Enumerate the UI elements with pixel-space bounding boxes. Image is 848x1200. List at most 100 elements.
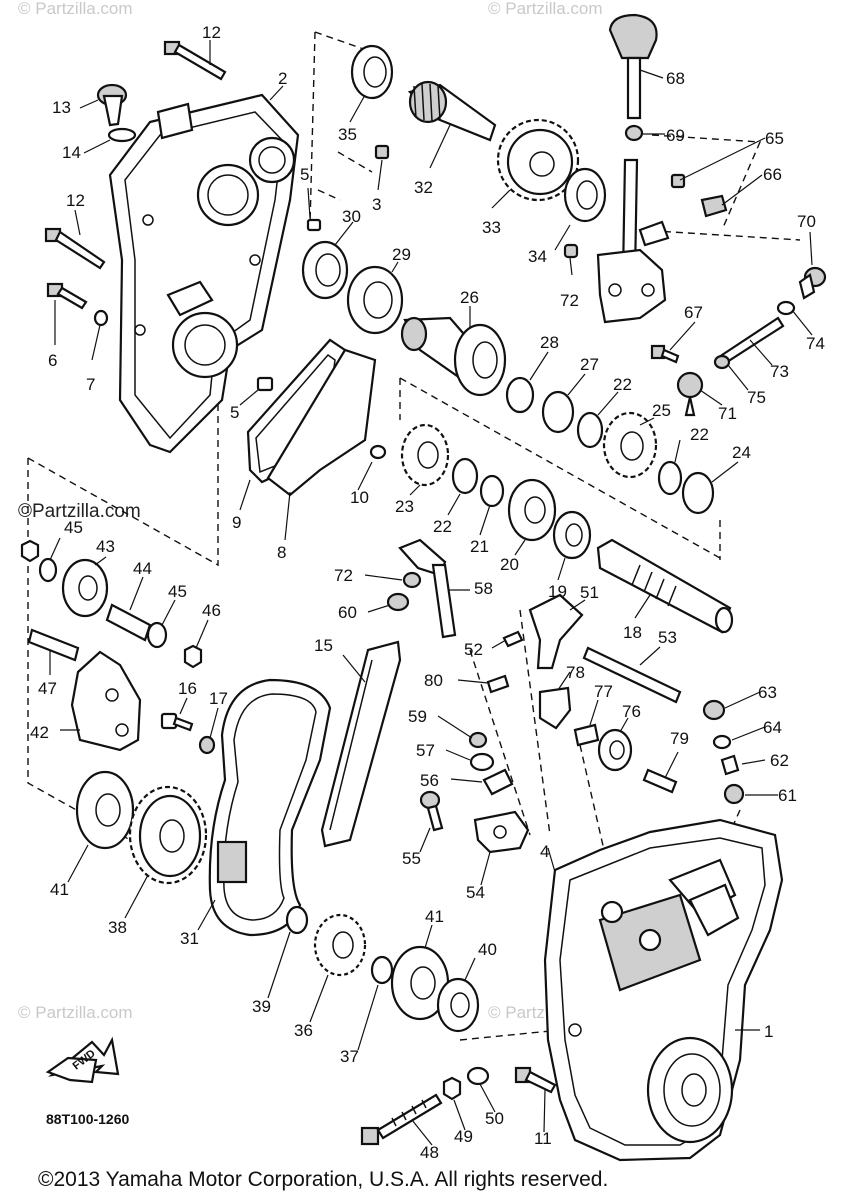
bolt-16 xyxy=(160,712,194,732)
callout-12-top: 12 xyxy=(202,23,221,42)
bolt-79 xyxy=(642,768,678,794)
washer-57 xyxy=(469,752,495,772)
callout-7: 7 xyxy=(86,375,95,394)
watermark-top-left: © Partzilla.com xyxy=(18,0,133,18)
callout-74: 74 xyxy=(806,334,825,353)
callout-79: 79 xyxy=(670,729,689,748)
bracket-42 xyxy=(70,650,142,752)
callout-labels: 12 2 13 14 12 6 7 35 5 3 30 29 32 33 34 … xyxy=(30,23,825,1162)
joint-70 xyxy=(798,266,827,300)
callout-45-right: 45 xyxy=(168,582,187,601)
gear-23 xyxy=(400,423,450,487)
collar-76 xyxy=(597,728,633,772)
callout-57: 57 xyxy=(416,741,435,760)
callout-9: 9 xyxy=(232,513,241,532)
ball-joint-71 xyxy=(676,371,704,417)
ball-61 xyxy=(723,783,745,805)
callout-75: 75 xyxy=(747,388,766,407)
stud-bolt-48 xyxy=(360,1093,443,1146)
callout-21: 21 xyxy=(470,537,489,556)
callout-18: 18 xyxy=(623,623,642,642)
washer-22-b xyxy=(657,460,683,496)
fwd-arrow-icon: FWD xyxy=(45,1036,120,1084)
callout-73: 73 xyxy=(770,362,789,381)
callout-67: 67 xyxy=(684,303,703,322)
callout-46: 46 xyxy=(202,601,221,620)
callout-78: 78 xyxy=(566,663,585,682)
bolt-11 xyxy=(514,1066,557,1094)
callout-45-left: 45 xyxy=(64,518,83,537)
callout-65: 65 xyxy=(765,129,784,148)
dowel-pin-5-top xyxy=(306,218,322,232)
callout-15: 15 xyxy=(314,636,333,655)
callout-22-c: 22 xyxy=(433,517,452,536)
callout-14: 14 xyxy=(62,143,81,162)
callout-44: 44 xyxy=(133,559,152,578)
callout-59: 59 xyxy=(408,707,427,726)
gear-33 xyxy=(496,118,580,202)
callout-16: 16 xyxy=(178,679,197,698)
callout-6: 6 xyxy=(48,351,57,370)
callout-50: 50 xyxy=(485,1109,504,1128)
callout-20: 20 xyxy=(500,555,519,574)
callout-40: 40 xyxy=(478,940,497,959)
callout-22-a: 22 xyxy=(613,375,632,394)
secondary-shaft-26 xyxy=(400,316,507,397)
pin-44 xyxy=(105,603,152,642)
bolt-12-left xyxy=(44,227,106,270)
bolt-6 xyxy=(46,282,88,310)
bracket-66 xyxy=(700,194,728,218)
output-shaft-18 xyxy=(596,538,734,634)
callout-30: 30 xyxy=(342,207,361,226)
watermark-bottom-left: © Partzilla.com xyxy=(18,1003,133,1022)
gear-38 xyxy=(128,785,208,885)
callout-37: 37 xyxy=(340,1047,359,1066)
bearing-27 xyxy=(541,390,575,434)
oil-filler-cap-13 xyxy=(96,83,128,127)
circlip-59 xyxy=(468,731,488,749)
callout-34: 34 xyxy=(528,247,547,266)
bolt-65-head xyxy=(670,173,686,189)
callout-41-left: 41 xyxy=(50,880,69,899)
bushing-28 xyxy=(505,376,535,414)
callout-13: 13 xyxy=(52,98,71,117)
callout-69: 69 xyxy=(666,126,685,145)
shaft-53 xyxy=(582,646,682,704)
spring-56 xyxy=(482,768,514,796)
callout-23: 23 xyxy=(395,497,414,516)
callout-61: 61 xyxy=(778,786,797,805)
shaft-47 xyxy=(27,628,80,662)
washer-22-a xyxy=(576,411,604,449)
callout-72-top: 72 xyxy=(560,291,579,310)
gasket-64 xyxy=(712,734,732,750)
callout-24: 24 xyxy=(732,443,751,462)
callout-19: 19 xyxy=(548,582,567,601)
bolt-60 xyxy=(386,592,410,612)
stopper-78 xyxy=(538,686,572,730)
washer-45-left xyxy=(38,557,58,583)
callout-60: 60 xyxy=(338,603,357,622)
chain-guide-15 xyxy=(320,640,402,848)
oil-seal-30 xyxy=(301,240,349,300)
callout-2: 2 xyxy=(278,69,287,88)
callout-11: 11 xyxy=(534,1129,552,1148)
gear-25 xyxy=(602,411,658,479)
nut-72-mid xyxy=(402,571,422,589)
callout-29: 29 xyxy=(392,245,411,264)
callout-55: 55 xyxy=(402,849,421,868)
callout-4: 4 xyxy=(540,842,549,861)
stopper-lever-54 xyxy=(473,810,530,854)
primary-shaft-32 xyxy=(407,80,497,142)
callout-10: 10 xyxy=(350,488,369,507)
callout-63: 63 xyxy=(758,683,777,702)
callout-58: 58 xyxy=(474,579,493,598)
bolt-12-top xyxy=(163,40,227,81)
callout-72-mid: 72 xyxy=(334,566,353,585)
shift-knob-68 xyxy=(608,13,658,120)
spring-62 xyxy=(720,754,740,776)
callout-53: 53 xyxy=(658,628,677,647)
callout-56: 56 xyxy=(420,771,439,790)
rod-73 xyxy=(720,316,785,364)
sprocket-36 xyxy=(313,913,367,977)
